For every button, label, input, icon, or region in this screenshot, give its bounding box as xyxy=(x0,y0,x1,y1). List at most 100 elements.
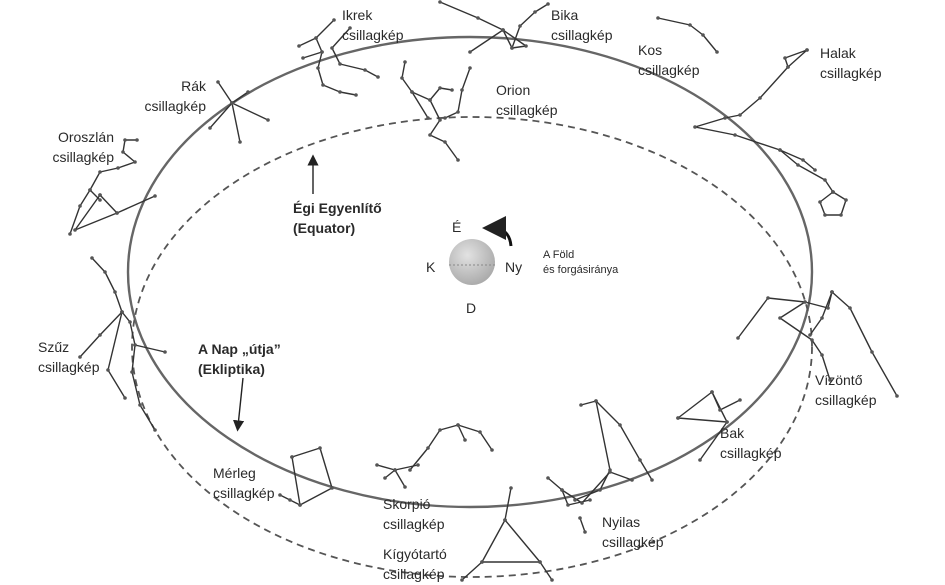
star-dot xyxy=(598,488,602,492)
constellation-line xyxy=(79,257,123,358)
constellation-line xyxy=(444,67,471,119)
constellation-line xyxy=(209,102,233,129)
label-name: Orion xyxy=(496,82,531,98)
constellation-orion xyxy=(400,60,472,162)
star-dot xyxy=(456,158,460,162)
direction-west: Ny xyxy=(505,259,523,275)
star-dot xyxy=(338,90,342,94)
label-bak: Bak csillagkép xyxy=(720,423,781,463)
label-word: csillagkép xyxy=(38,359,100,375)
star-dot xyxy=(428,98,432,102)
constellation-line xyxy=(89,139,137,201)
star-dot xyxy=(330,46,334,50)
star-dot xyxy=(823,213,827,217)
star-dot xyxy=(715,50,719,54)
star-dot xyxy=(693,125,697,129)
ecliptic-pointer-arrow xyxy=(233,377,245,432)
star-dot xyxy=(403,485,407,489)
label-bika: Bika csillagkép xyxy=(551,5,612,45)
star-dot xyxy=(456,110,460,114)
equator-label-line1: Égi Egyenlítő xyxy=(293,200,382,216)
constellation-skorpio xyxy=(375,423,494,489)
label-name: Mérleg xyxy=(213,465,256,481)
star-dot xyxy=(426,446,430,450)
star-dot xyxy=(839,213,843,217)
constellation-line xyxy=(580,400,653,481)
star-dot xyxy=(588,498,592,502)
star-dot xyxy=(90,256,94,260)
star-dot xyxy=(438,86,442,90)
label-kigyotarto: Kígyótartó csillagkép xyxy=(383,544,447,584)
star-dot xyxy=(608,468,612,472)
star-dot xyxy=(778,316,782,320)
earth-caption-line1: A Föld xyxy=(543,249,575,261)
label-name: Bak xyxy=(720,425,745,441)
label-word: csillagkép xyxy=(496,102,558,118)
star-dot xyxy=(538,560,542,564)
star-dot xyxy=(456,423,460,427)
star-dot xyxy=(844,198,848,202)
star-dot xyxy=(266,118,270,122)
star-dot xyxy=(656,16,660,20)
star-dot xyxy=(383,476,387,480)
star-dot xyxy=(579,403,583,407)
label-nyilas: Nyilas csillagkép xyxy=(602,512,663,552)
star-dot xyxy=(468,50,472,54)
constellation-line xyxy=(401,61,459,161)
label-ikrek: Ikrek csillagkép xyxy=(342,5,403,45)
star-dot xyxy=(618,423,622,427)
star-dot xyxy=(803,300,807,304)
star-dot xyxy=(810,338,814,342)
star-dot xyxy=(330,486,334,490)
equator-ellipse xyxy=(131,116,813,578)
star-dot xyxy=(376,75,380,79)
star-dot xyxy=(416,463,420,467)
star-dot xyxy=(153,428,157,432)
label-name: Szűz xyxy=(38,339,70,355)
label-skorpio: Skorpió csillagkép xyxy=(383,494,444,534)
constellation-line xyxy=(657,17,718,53)
star-dot xyxy=(408,468,412,472)
star-dot xyxy=(375,463,379,467)
constellation-nyilas xyxy=(546,399,654,534)
constellation-line xyxy=(384,469,396,479)
star-dot xyxy=(580,501,584,505)
star-dot xyxy=(560,488,564,492)
star-dot xyxy=(823,178,827,182)
ecliptic-label-line2: (Ekliptika) xyxy=(198,361,265,377)
star-dot xyxy=(297,44,301,48)
constellation-line xyxy=(217,81,269,121)
label-vizonto: Vízöntő csillagkép xyxy=(815,370,876,410)
star-dot xyxy=(68,232,72,236)
star-dot xyxy=(831,190,835,194)
star-dot xyxy=(594,399,598,403)
star-dot xyxy=(698,458,702,462)
label-name: Nyilas xyxy=(602,514,641,530)
constellation-line xyxy=(231,91,249,104)
label-name: Rák xyxy=(181,78,206,94)
star-dot xyxy=(573,498,577,502)
star-dot xyxy=(778,148,782,152)
label-name: Halak xyxy=(820,45,856,61)
constellation-line xyxy=(411,91,429,119)
star-dot xyxy=(393,468,397,472)
star-dot xyxy=(723,116,727,120)
star-dot xyxy=(278,493,282,497)
label-halak: Halak csillagkép xyxy=(820,43,881,83)
star-dot xyxy=(301,56,305,60)
label-word: csillagkép xyxy=(342,27,404,43)
star-dot xyxy=(103,270,107,274)
star-dot xyxy=(443,116,447,120)
constellation-line xyxy=(461,487,512,581)
constellation-line xyxy=(302,37,323,59)
earth-caption-line2: és forgásiránya xyxy=(543,264,619,276)
star-dot xyxy=(460,88,464,92)
star-dot xyxy=(115,211,119,215)
star-dot xyxy=(766,296,770,300)
label-rak: Rák csillagkép xyxy=(120,76,206,116)
star-dot xyxy=(320,50,324,54)
star-dot xyxy=(725,420,729,424)
constellation-line xyxy=(574,400,611,501)
star-dot xyxy=(501,28,505,32)
direction-east: K xyxy=(426,259,436,275)
